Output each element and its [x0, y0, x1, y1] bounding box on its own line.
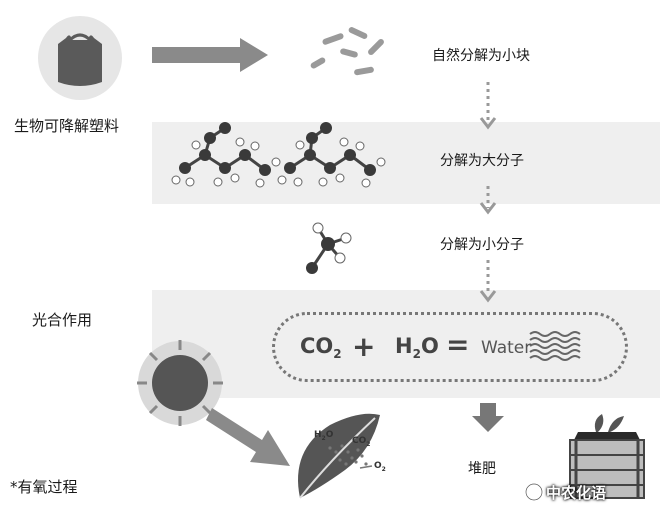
arrow-to-pieces-icon	[152, 38, 268, 72]
leaf-h2o-label: H2O	[314, 430, 333, 442]
leaf-o2-sub: 2	[381, 465, 386, 473]
leaf-h2o-sub: 2	[321, 434, 326, 442]
asterisk: *	[10, 478, 18, 496]
co2-formula: CO2	[300, 334, 342, 361]
h2o-sub: 2	[412, 347, 421, 362]
arrow-heads	[479, 117, 497, 303]
small-molecule-icon	[306, 222, 352, 274]
plastic-bag-icon	[38, 16, 122, 100]
compost-bin-icon	[569, 414, 645, 499]
label-small-pieces: 自然分解为小块	[432, 48, 530, 64]
label-compost: 堆肥	[468, 461, 496, 477]
leaf-co2-label: CO2	[352, 436, 370, 448]
leaf-o2-label: O2	[374, 461, 386, 473]
leaf-h2o-o: O	[325, 430, 334, 440]
h2o-h: H	[395, 334, 413, 358]
water-waves-icon	[529, 331, 581, 361]
band-large-molecules	[152, 122, 660, 204]
wechat-icon	[525, 483, 543, 501]
co2-main: CO	[300, 334, 334, 358]
leaf-co2-sub: 2	[366, 440, 371, 448]
h2o-formula: H2O	[395, 334, 439, 361]
co2-sub: 2	[333, 347, 342, 362]
label-small-molecules: 分解为小分子	[440, 237, 524, 253]
plastic-pieces-icon	[310, 27, 384, 76]
label-large-molecules: 分解为大分子	[440, 153, 524, 169]
arrow-to-compost-icon	[472, 403, 504, 432]
label-aerobic: *有氧过程	[10, 476, 78, 497]
water-label: Water	[481, 338, 532, 358]
equation-pill	[272, 312, 628, 382]
sun-icon	[137, 340, 223, 426]
leaf-h2o-h: H	[314, 430, 322, 440]
leaf-o2-main: O	[374, 461, 382, 471]
label-photosynthesis: 光合作用	[32, 311, 93, 329]
plus-sign: +	[352, 330, 376, 363]
equals-sign: =	[446, 328, 470, 361]
large-molecule-right-icon	[277, 122, 386, 188]
arrow-to-leaf-icon	[206, 408, 290, 466]
label-bioplastic: 生物可降解塑料	[14, 117, 120, 135]
large-molecule-left-icon	[171, 122, 281, 188]
watermark: 中农化语	[546, 484, 607, 502]
label-aerobic-text: 有氧过程	[17, 478, 78, 496]
h2o-o: O	[420, 334, 439, 358]
leaf-co2-main: CO	[352, 436, 367, 446]
leaf-icon	[298, 413, 380, 499]
